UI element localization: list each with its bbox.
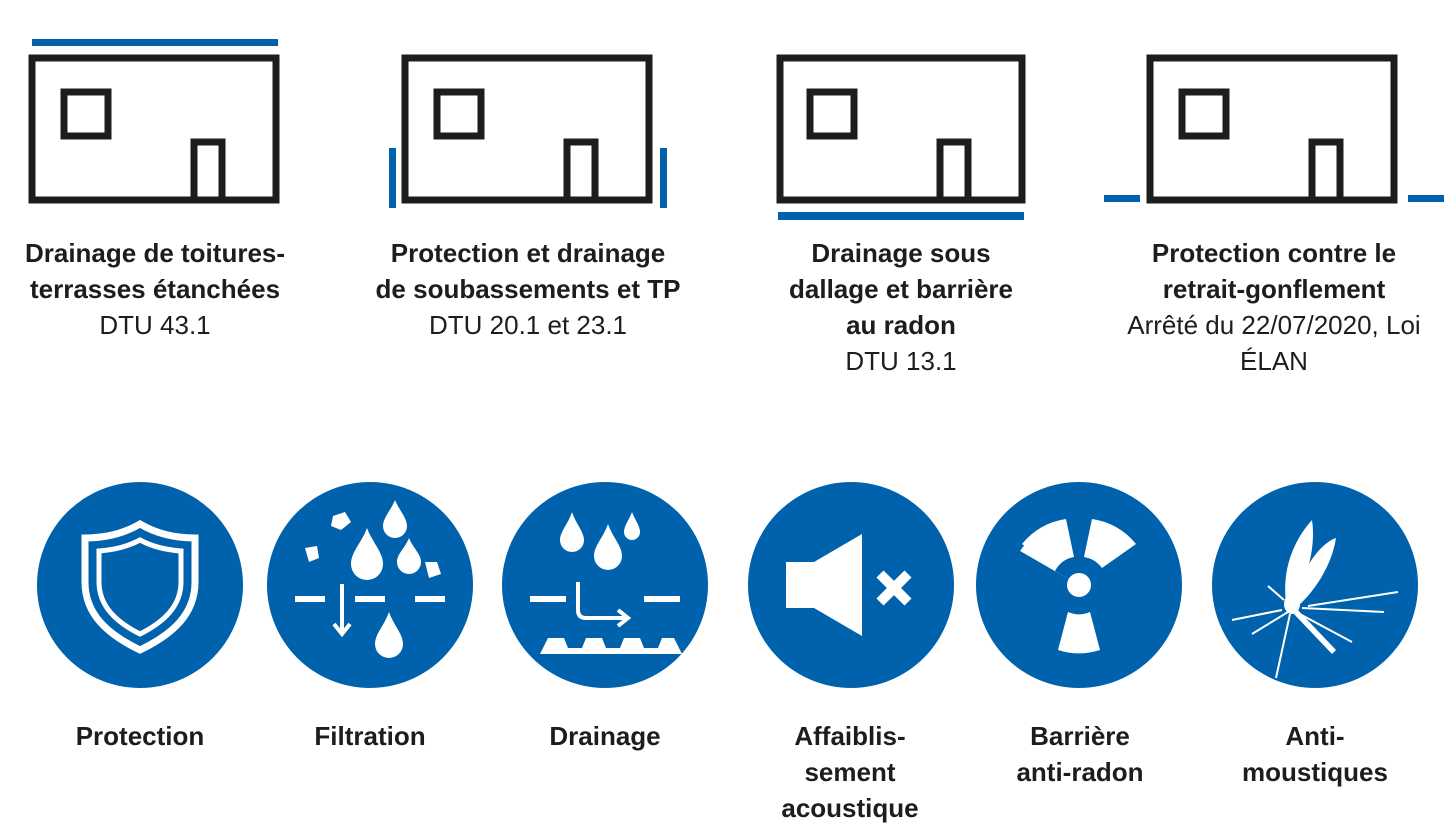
acoustic-badge (748, 482, 954, 688)
application-caption-walls: Protection et drainage de soubassements … (358, 235, 698, 343)
function-label-drainage: Drainage (549, 721, 661, 751)
house-slab-icon (776, 54, 1026, 220)
shield-icon (37, 482, 243, 688)
application-title: Drainage sous dallage et barrière au rad… (789, 238, 1013, 340)
function-label-radon: Barrière anti-radon (1016, 721, 1144, 787)
house-slab-diagram (774, 30, 1074, 220)
function-label-acoustic: Affaiblis- sement acoustique (781, 721, 919, 823)
application-norm: Arrêté du 22/07/2020, Loi ÉLAN (1127, 310, 1421, 376)
function-label-mosquito: Anti- moustiques (1242, 721, 1388, 787)
mosquito-icon (1212, 482, 1418, 688)
house-walls-diagram (387, 30, 687, 220)
filtration-icon (267, 482, 473, 688)
application-norm: DTU 20.1 et 23.1 (429, 310, 627, 340)
function-label-protection: Protection (75, 721, 205, 751)
protection-badge (37, 482, 243, 688)
filtration-badge (267, 482, 473, 688)
function-label-filtration: Filtration (314, 721, 426, 751)
application-norm: DTU 13.1 (845, 346, 957, 376)
house-roof-diagram (28, 30, 328, 220)
speaker-mute-icon (748, 482, 954, 688)
application-caption-roof: Drainage de toitures-terrasses étanchées… (0, 235, 325, 343)
mosquito-badge (1212, 482, 1418, 688)
application-title: Protection et drainage de soubassements … (375, 238, 681, 304)
radiation-icon (976, 482, 1182, 688)
house-walls-icon (389, 54, 667, 208)
application-caption-slab: Drainage sous dallage et barrière au rad… (731, 235, 1071, 379)
application-caption-ground: Protection contre le retrait-gonflement … (1104, 235, 1444, 379)
application-norm: DTU 43.1 (99, 310, 211, 340)
drainage-badge (502, 482, 708, 688)
house-ground-diagram (1104, 30, 1444, 220)
radon-badge (976, 482, 1182, 688)
house-ground-icon (1104, 54, 1444, 204)
application-title: Protection contre le retrait-gonflement (1151, 238, 1397, 304)
application-title: Drainage de toitures-terrasses étanchées (24, 238, 286, 304)
house-roof-icon (28, 39, 280, 204)
drainage-icon (502, 482, 708, 688)
